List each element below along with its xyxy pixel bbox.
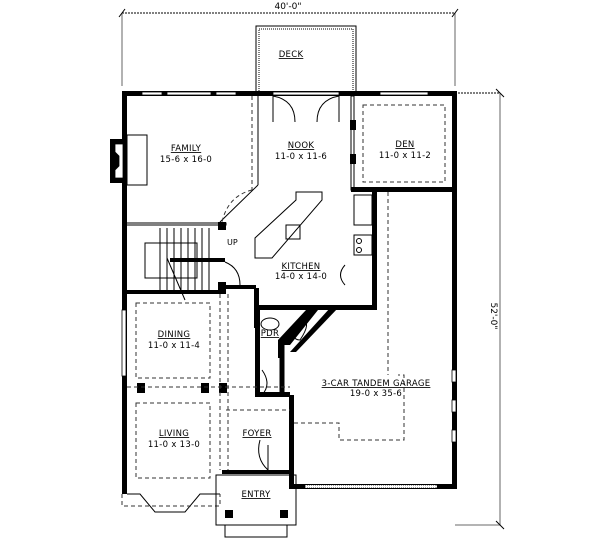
kitchen-label: KITCHEN — [282, 262, 321, 272]
kitchen-counter — [353, 194, 373, 256]
family-label: FAMILY — [171, 144, 202, 154]
bay-window — [121, 493, 221, 513]
windows — [121, 91, 457, 489]
kitchen-island — [254, 191, 323, 259]
stair-up-label: UP — [227, 238, 238, 247]
fireplace — [110, 134, 148, 186]
powder-room-fixtures — [260, 317, 307, 341]
living-label: LIVING — [159, 429, 189, 439]
den-label: DEN — [395, 140, 414, 150]
garage-label: 3-CAR TANDEM GARAGE — [322, 379, 431, 389]
dining-size: 11-0 x 11-4 — [148, 341, 200, 351]
dimension-depth: 52'-0" — [455, 88, 505, 530]
deck: DECK — [255, 25, 357, 95]
staircase: UP — [144, 228, 238, 301]
den-size: 11-0 x 11-2 — [379, 151, 431, 161]
deck-label: DECK — [279, 50, 304, 60]
foyer-label: FOYER — [242, 429, 271, 439]
dining-label: DINING — [158, 330, 191, 340]
doors — [224, 95, 346, 472]
interior-walls — [125, 95, 457, 474]
powder-room-label: PDR — [261, 329, 279, 339]
nook-label: NOOK — [288, 141, 315, 151]
garage-size: 19-0 x 35-6 — [350, 389, 402, 399]
dimension-width: 40'-0" — [118, 2, 459, 86]
family-size: 15-6 x 16-0 — [160, 155, 212, 165]
room-labels: FAMILY 15-6 x 16-0 NOOK 11-0 x 11-6 DEN … — [148, 140, 431, 500]
nook-size: 11-0 x 11-6 — [275, 152, 327, 162]
width-dimension-label: 40'-0" — [274, 2, 301, 12]
entry-porch — [215, 474, 297, 538]
depth-dimension-label: 52'-0" — [488, 302, 498, 329]
room-outlines — [135, 104, 446, 479]
kitchen-size: 14-0 x 14-0 — [275, 272, 327, 282]
living-size: 11-0 x 13-0 — [148, 440, 200, 450]
entry-label: ENTRY — [242, 490, 271, 500]
